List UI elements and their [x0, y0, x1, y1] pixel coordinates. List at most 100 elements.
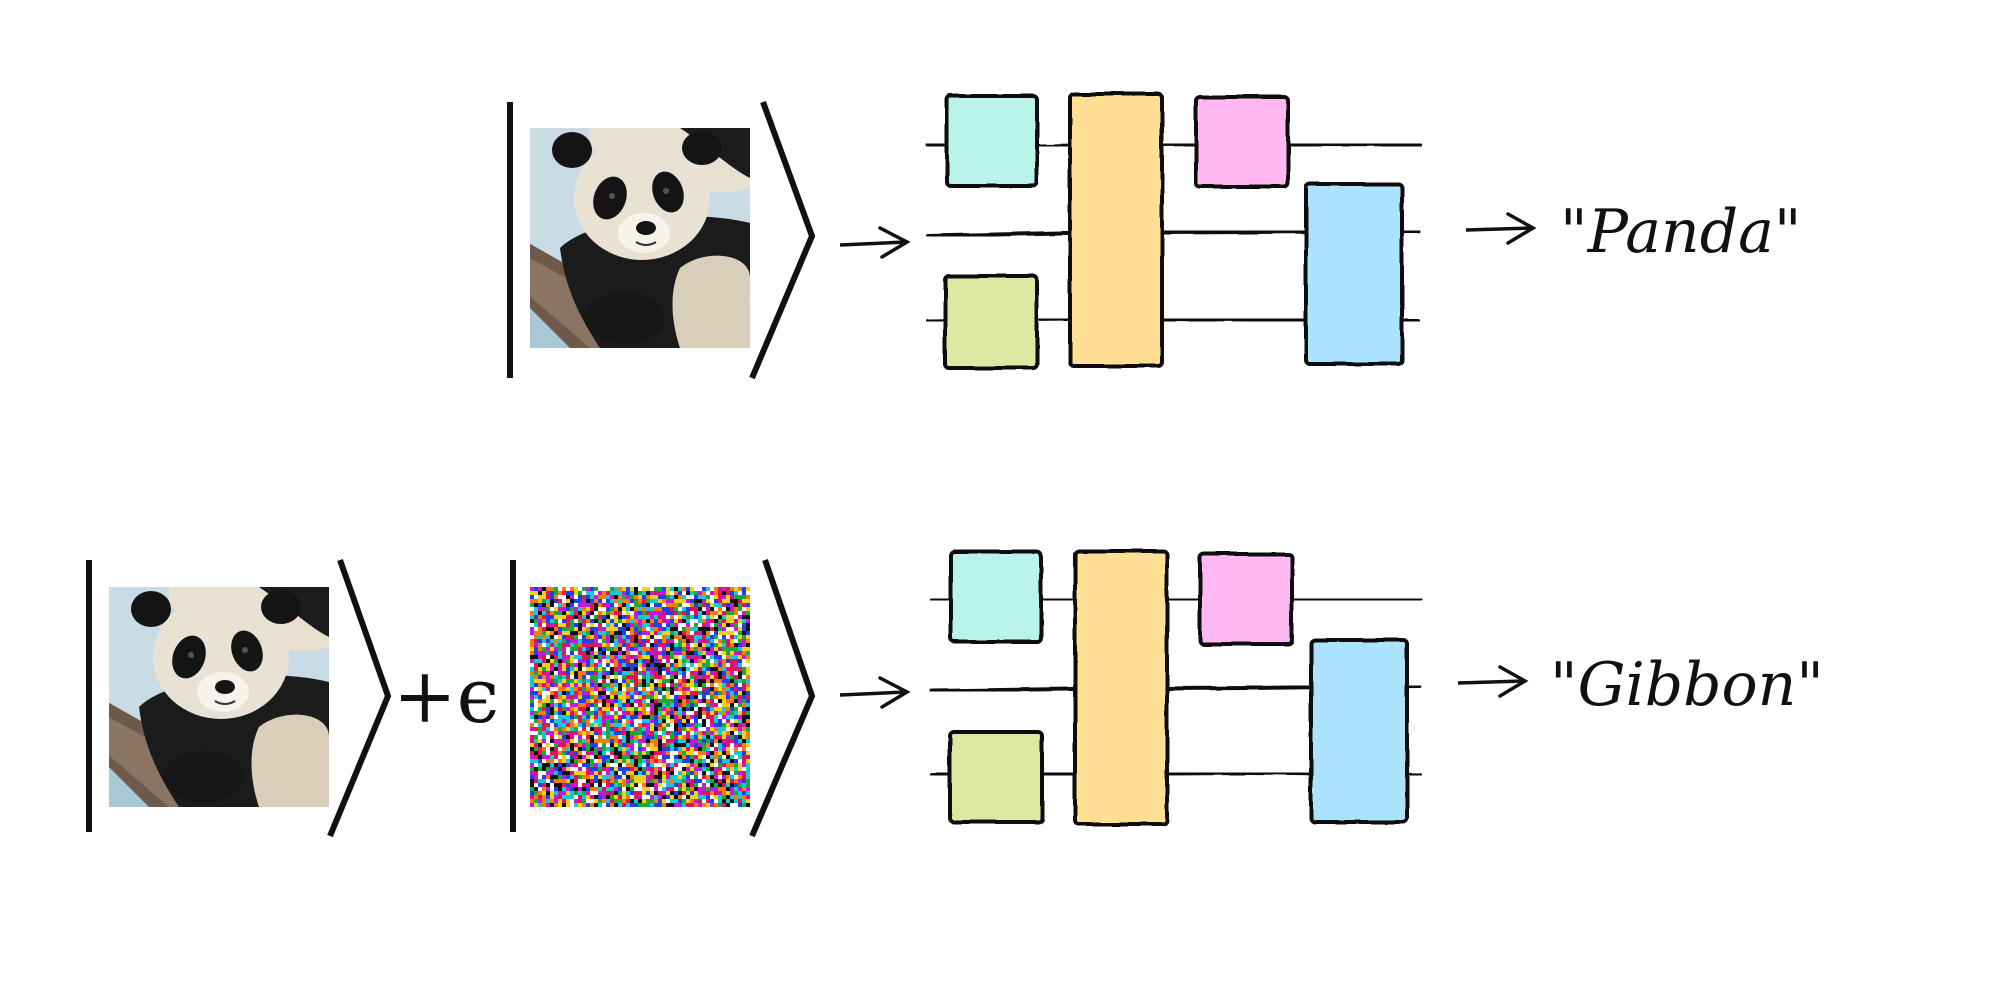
noise-pixel [746, 735, 750, 739]
noise-pixel [630, 663, 634, 667]
noise-pixel [706, 759, 710, 763]
noise-pixel [622, 703, 626, 707]
noise-pixel [710, 803, 714, 807]
noise-pixel [666, 671, 670, 675]
noise-pixel [606, 719, 610, 723]
noise-pixel [634, 619, 638, 623]
noise-pixel [722, 611, 726, 615]
noise-pixel [622, 783, 626, 787]
noise-pixel [694, 719, 698, 723]
noise-pixel [594, 759, 598, 763]
noise-pixel [606, 779, 610, 783]
noise-pixel [742, 683, 746, 687]
noise-pixel [546, 759, 550, 763]
noise-pixel [650, 747, 654, 751]
noise-pixel [602, 755, 606, 759]
noise-pixel [730, 763, 734, 767]
noise-pixel [542, 627, 546, 631]
noise-pixel [598, 783, 602, 787]
noise-pixel [586, 595, 590, 599]
noise-pixel [582, 783, 586, 787]
noise-pixel [602, 651, 606, 655]
output-label: "Gibbon" [1550, 650, 1824, 720]
noise-pixel [650, 779, 654, 783]
noise-pixel [726, 715, 730, 719]
noise-pixel [610, 755, 614, 759]
noise-pixel [630, 747, 634, 751]
noise-pixel [530, 715, 534, 719]
noise-pixel [654, 687, 658, 691]
noise-pixel [618, 751, 622, 755]
noise-pixel [698, 643, 702, 647]
noise-pixel [746, 675, 750, 679]
noise-pixel [602, 671, 606, 675]
noise-pixel [630, 799, 634, 803]
noise-pixel [722, 607, 726, 611]
noise-pixel [530, 751, 534, 755]
noise-pixel [590, 775, 594, 779]
noise-pixel [554, 631, 558, 635]
noise-pixel [614, 715, 618, 719]
noise-pixel [566, 711, 570, 715]
noise-pixel [562, 707, 566, 711]
noise-pixel [606, 739, 610, 743]
noise-pixel [614, 599, 618, 603]
noise-pixel [638, 635, 642, 639]
noise-pixel [658, 647, 662, 651]
noise-pixel [574, 647, 578, 651]
noise-pixel [638, 739, 642, 743]
noise-pixel [742, 635, 746, 639]
noise-pixel [530, 635, 534, 639]
noise-pixel [606, 683, 610, 687]
noise-pixel [590, 679, 594, 683]
noise-pixel [646, 767, 650, 771]
noise-pixel [730, 783, 734, 787]
noise-pixel [586, 659, 590, 663]
noise-pixel [574, 655, 578, 659]
noise-pixel [642, 699, 646, 703]
noise-pixel [714, 627, 718, 631]
noise-pixel [662, 695, 666, 699]
noise-pixel [546, 787, 550, 791]
noise-pixel [726, 687, 730, 691]
noise-pixel [562, 655, 566, 659]
noise-pixel [734, 779, 738, 783]
noise-pixel [594, 715, 598, 719]
noise-pixel [698, 707, 702, 711]
noise-pixel [562, 735, 566, 739]
noise-pixel [618, 743, 622, 747]
noise-pixel [642, 619, 646, 623]
noise-pixel [614, 667, 618, 671]
noise-pixel [674, 687, 678, 691]
noise-pixel [590, 623, 594, 627]
noise-pixel [714, 719, 718, 723]
noise-pixel [570, 615, 574, 619]
noise-pixel [538, 775, 542, 779]
noise-pixel [638, 751, 642, 755]
noise-pixel [542, 771, 546, 775]
ket-noise [510, 559, 816, 838]
noise-pixel [742, 699, 746, 703]
noise-pixel [570, 727, 574, 731]
noise-pixel [562, 675, 566, 679]
noise-pixel [622, 675, 626, 679]
noise-pixel [558, 763, 562, 767]
noise-pixel [578, 619, 582, 623]
noise-pixel [530, 783, 534, 787]
noise-pixel [718, 595, 722, 599]
noise-pixel [622, 587, 626, 591]
noise-pixel [646, 647, 650, 651]
noise-pixel [626, 615, 630, 619]
noise-pixel [578, 763, 582, 767]
noise-pixel [622, 599, 626, 603]
noise-pixel [594, 735, 598, 739]
noise-pixel [686, 775, 690, 779]
noise-pixel [694, 791, 698, 795]
noise-pixel [598, 731, 602, 735]
noise-pixel [554, 803, 558, 807]
noise-pixel [718, 643, 722, 647]
noise-pixel [618, 747, 622, 751]
noise-pixel [614, 671, 618, 675]
noise-pixel [702, 687, 706, 691]
noise-pixel [654, 695, 658, 699]
